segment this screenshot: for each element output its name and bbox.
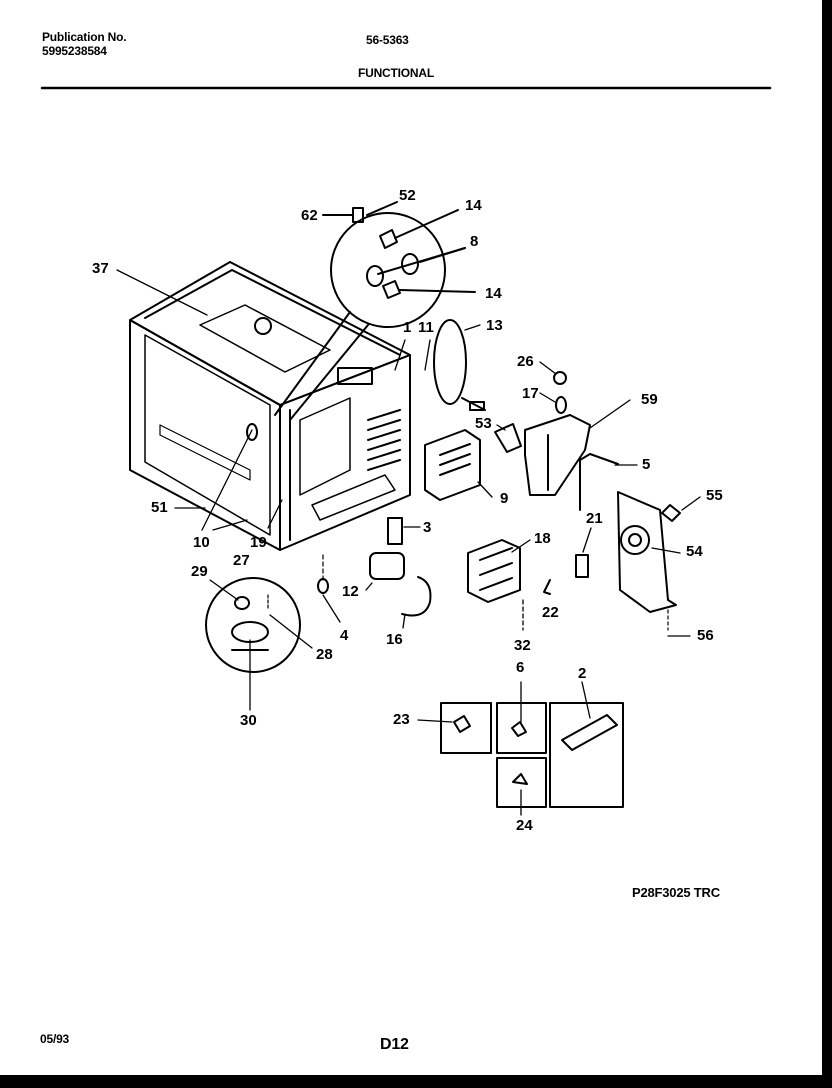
publication-label: Publication No. [42,30,127,44]
callout-21: 21 [586,510,603,527]
magnetron [424,429,493,501]
publication-number: 5995238584 [42,44,107,58]
section-title: FUNCTIONAL [358,66,434,80]
callout-10: 10 [193,534,210,551]
callout-51: 51 [151,499,168,516]
fan-assembly [543,491,701,637]
diagram-sheet: Publication No. 5995238584 56-5363 FUNCT… [0,0,822,1075]
callout-26: 26 [517,353,534,370]
oven-cavity-frame [129,261,411,551]
interlock-parts [365,517,432,629]
callout-12: 12 [342,583,359,600]
callout-14: 14 [465,197,482,214]
callout-56: 56 [697,627,714,644]
callout-4: 4 [340,627,349,644]
callout-13: 13 [486,317,503,334]
callout-8: 8 [470,233,479,250]
inset-box-2 [549,702,624,808]
callout-28: 28 [316,646,333,663]
page-number: D12 [380,1036,409,1053]
power-cord [433,319,486,411]
callout-24: 24 [516,817,533,834]
callout-62: 62 [301,207,318,224]
latch-detail [274,201,476,421]
callout-9: 9 [500,490,509,507]
model-number: 56-5363 [366,33,409,47]
callout-27: 27 [233,552,250,569]
transformer [467,539,531,631]
callout-23: 23 [393,711,410,728]
callout-14: 14 [485,285,502,302]
callout-2: 2 [578,665,587,682]
callout-29: 29 [191,563,208,580]
callout-3: 3 [423,519,432,536]
callout-30: 30 [240,712,257,729]
callout-52: 52 [399,187,416,204]
date-code: 05/93 [40,1032,70,1046]
thermostat-detail [205,577,313,711]
callout-53: 53 [475,415,492,432]
callout-18: 18 [534,530,551,547]
callout-22: 22 [542,604,559,621]
callout-5: 5 [642,456,651,473]
inset-box-23 [440,702,492,754]
callout-1: 1 [403,319,412,336]
drawing-code: P28F3025 TRC [632,885,720,900]
callout-19: 19 [250,534,267,551]
callout-32: 32 [514,637,531,654]
callout-16: 16 [386,631,403,648]
callout-37: 37 [92,260,109,277]
callout-55: 55 [706,487,723,504]
callout-6: 6 [516,659,525,676]
callout-11: 11 [418,319,434,336]
callout-54: 54 [686,543,703,560]
callout-17: 17 [522,385,539,402]
callout-59: 59 [641,391,658,408]
wave-guide [494,399,638,511]
exploded-parts-drawing [40,86,772,816]
